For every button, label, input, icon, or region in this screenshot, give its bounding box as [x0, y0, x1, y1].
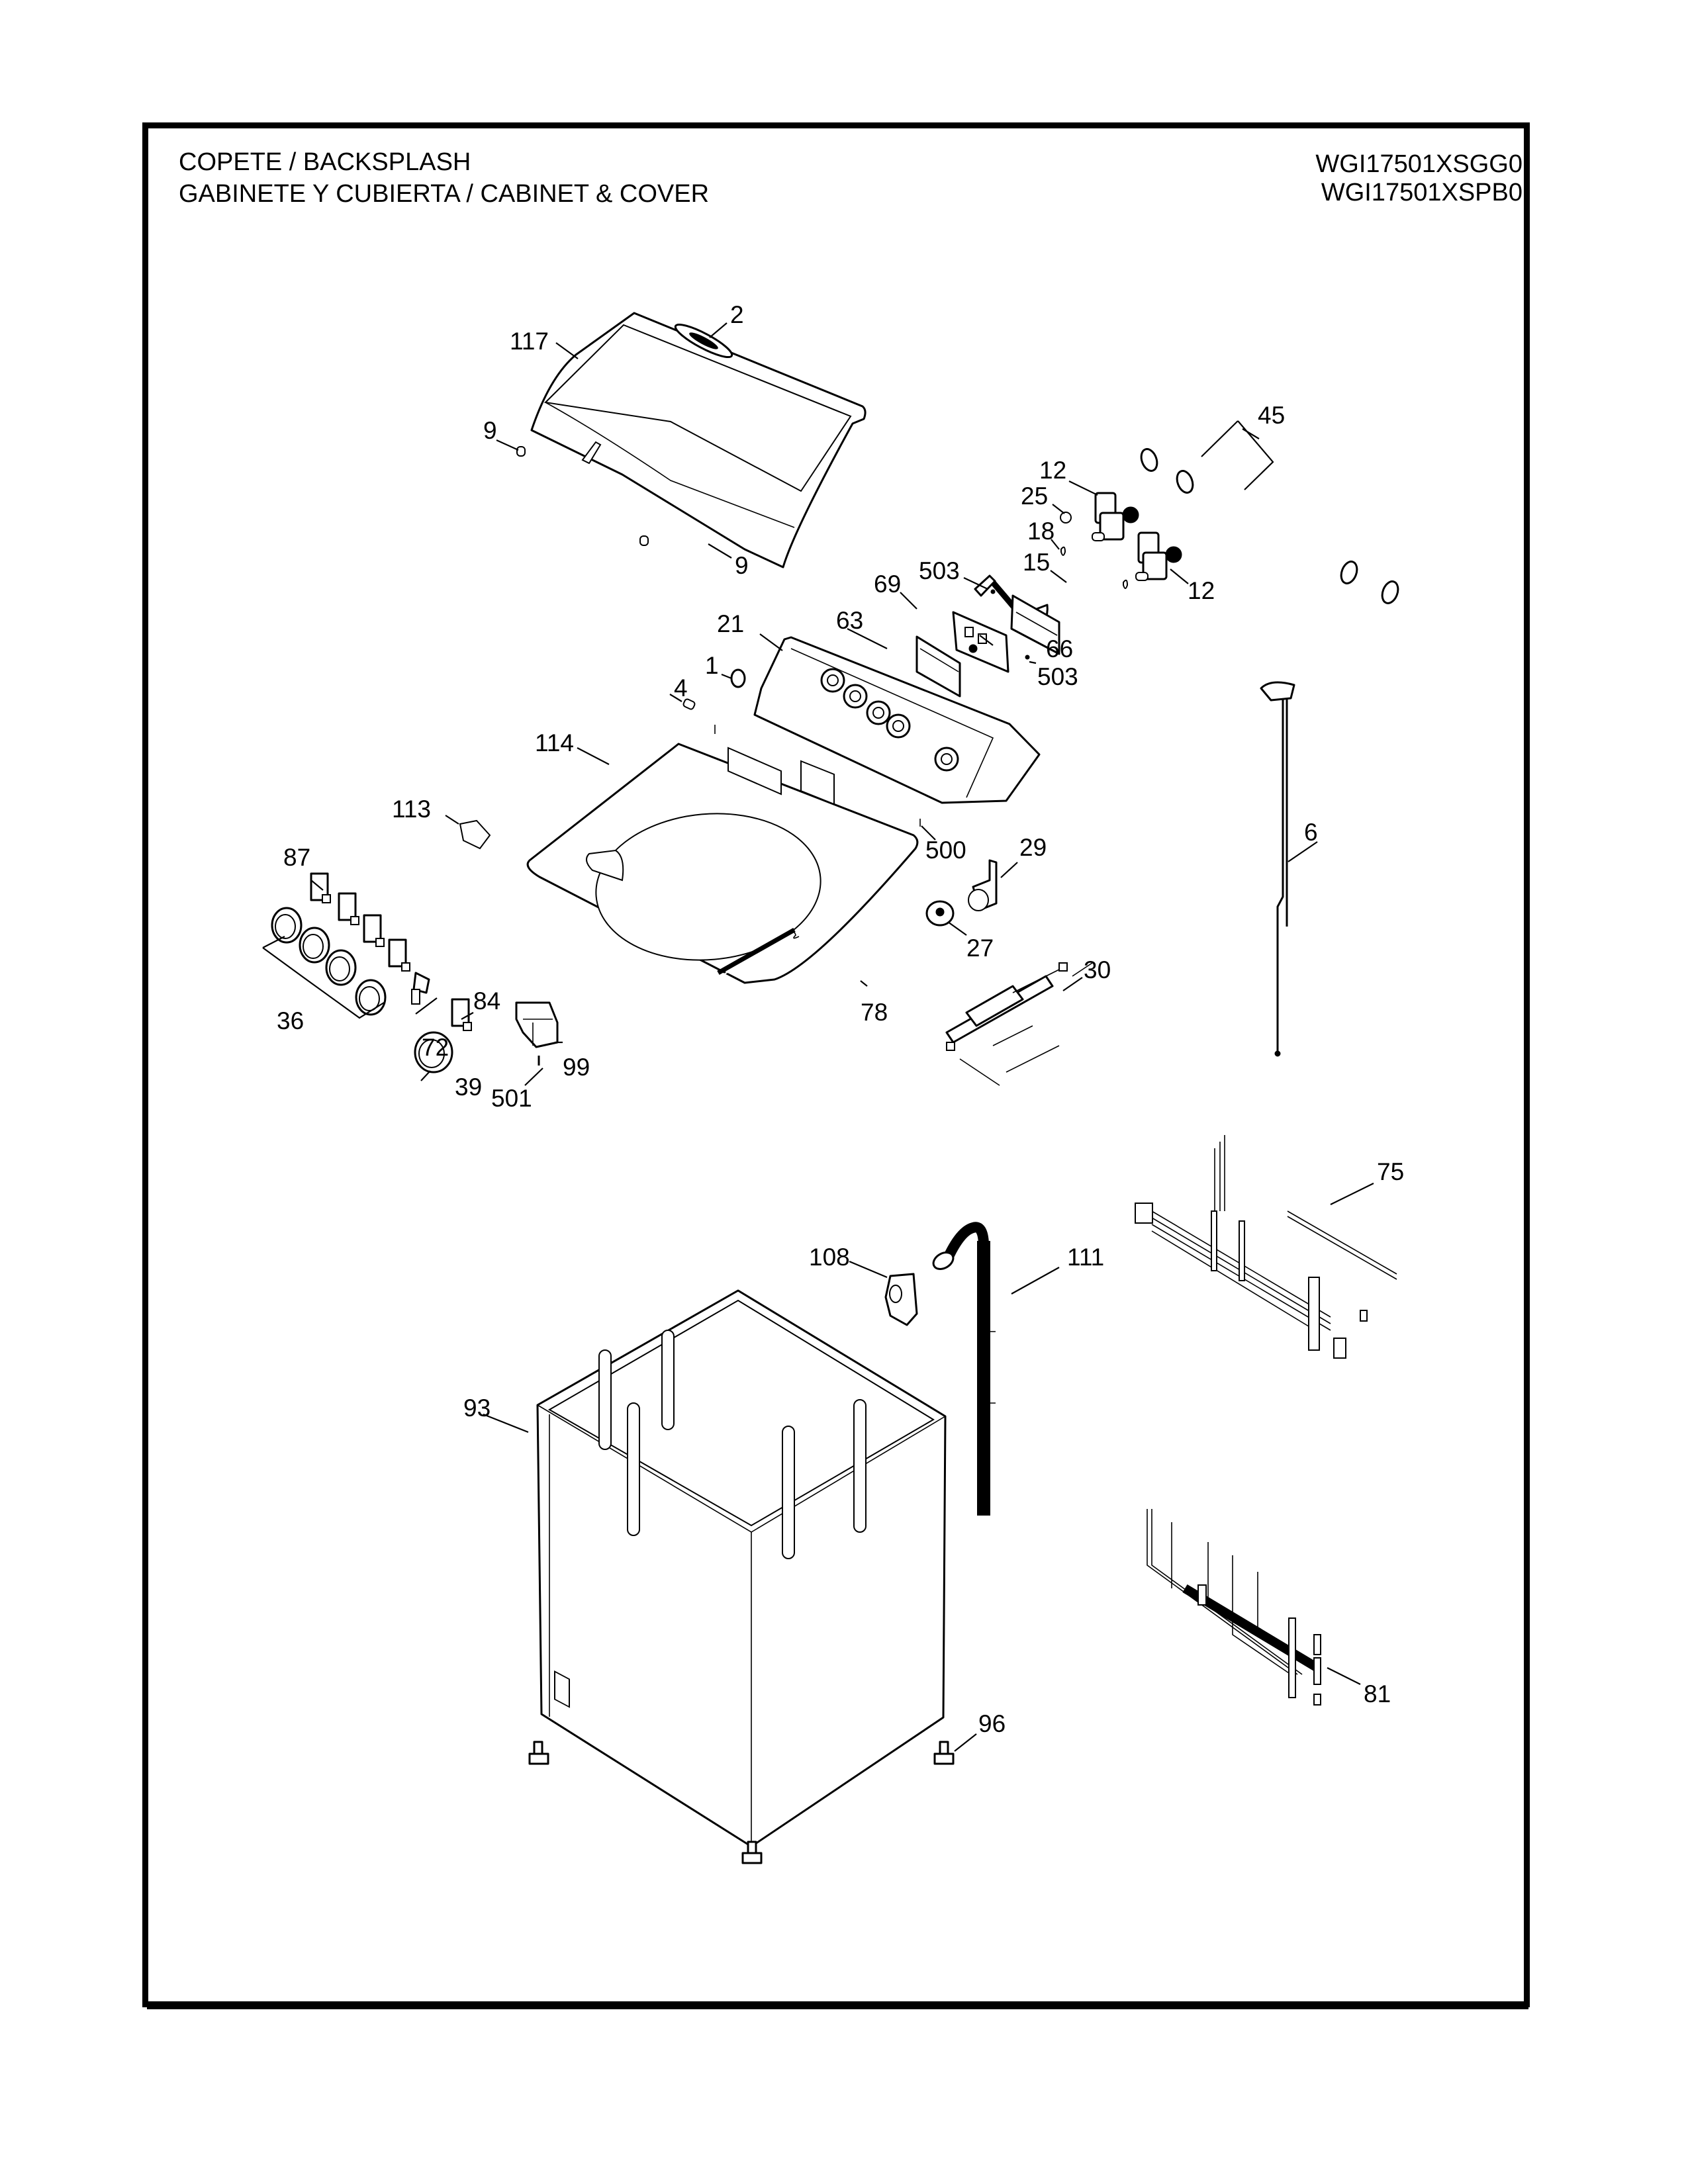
- part-pressure-tube[interactable]: [1260, 681, 1295, 1057]
- callout-4: 4: [674, 674, 688, 702]
- part-screw-503b[interactable]: [1025, 655, 1030, 660]
- leader-lines: [262, 322, 1374, 1752]
- leg-left: [528, 1741, 549, 1765]
- switch-2: [338, 892, 359, 925]
- callout-108: 108: [809, 1244, 850, 1271]
- callout-503a: 503: [919, 557, 960, 584]
- part-leveling-legs[interactable]: [528, 1741, 955, 1864]
- part-inlet-hoses[interactable]: [1139, 439, 1401, 649]
- part-clamp-18[interactable]: [1060, 546, 1066, 556]
- callout-15: 15: [1023, 549, 1050, 576]
- part-harness-30[interactable]: [945, 962, 1093, 1086]
- part-lid[interactable]: [530, 312, 867, 569]
- part-water-valve-a[interactable]: [1092, 492, 1139, 541]
- callout-36: 36: [277, 1007, 304, 1034]
- leg-right: [933, 1741, 955, 1765]
- callout-96: 96: [978, 1710, 1006, 1737]
- switch-3: [363, 914, 385, 947]
- callout-45: 45: [1258, 402, 1285, 429]
- callout-75: 75: [1377, 1158, 1404, 1185]
- callout-2: 2: [730, 301, 744, 328]
- part-clamp-extra: [1123, 579, 1129, 589]
- part-cabinet-top[interactable]: [526, 743, 919, 984]
- part-drain-hose[interactable]: [931, 1222, 996, 1516]
- diagram-title-backsplash: COPETE / BACKSPLASH: [179, 148, 471, 176]
- leg-front: [741, 1841, 763, 1864]
- callout-503b: 503: [1037, 663, 1078, 690]
- callout-113: 113: [392, 796, 431, 823]
- callout-9a: 9: [483, 417, 497, 444]
- part-lens-4[interactable]: [682, 698, 696, 710]
- callout-99: 99: [563, 1054, 590, 1081]
- part-board-cover[interactable]: [915, 635, 961, 698]
- part-switch-72[interactable]: [411, 972, 430, 1005]
- switch-1: [310, 872, 331, 903]
- part-water-valve-b[interactable]: [1135, 531, 1182, 581]
- callout-81: 81: [1364, 1680, 1391, 1707]
- knob-c: [325, 949, 357, 986]
- callout-500: 500: [925, 837, 966, 864]
- part-lid-lock[interactable]: [515, 1001, 559, 1048]
- model-number-2: WGI17501XSPB0: [1321, 179, 1523, 206]
- part-hose-bracket[interactable]: [884, 1273, 918, 1326]
- part-lid-strike[interactable]: [459, 819, 491, 850]
- callout-501: 501: [491, 1085, 532, 1112]
- part-pressure-sensor[interactable]: [925, 900, 955, 927]
- callout-30: 30: [1084, 956, 1111, 983]
- part-harness-81[interactable]: [1147, 1509, 1321, 1706]
- callout-labels: 117 2 9 9 45 12 12 25 18 15 503 503 69 6…: [277, 301, 1404, 1737]
- callout-25: 25: [1021, 482, 1048, 510]
- callout-69: 69: [874, 570, 901, 598]
- part-screw-503a[interactable]: [990, 589, 996, 594]
- part-knob-1[interactable]: [730, 668, 746, 688]
- part-knob-39[interactable]: [414, 1031, 453, 1073]
- callout-84: 84: [473, 987, 500, 1015]
- knob-d: [355, 979, 387, 1016]
- part-bumper-a[interactable]: [516, 446, 526, 457]
- callout-27: 27: [966, 934, 994, 962]
- callout-87: 87: [283, 844, 310, 871]
- callout-63: 63: [836, 607, 863, 634]
- part-control-board[interactable]: [952, 611, 1009, 673]
- callout-1: 1: [705, 652, 719, 679]
- part-cabinet[interactable]: [536, 1289, 947, 1848]
- switch-4: [388, 938, 410, 972]
- part-switch-87[interactable]: [310, 872, 410, 972]
- callout-93: 93: [463, 1394, 491, 1422]
- callout-9b: 9: [735, 552, 749, 579]
- callout-12b: 12: [1188, 577, 1215, 604]
- callout-114: 114: [535, 729, 574, 756]
- callout-6: 6: [1304, 819, 1318, 846]
- callout-72: 72: [422, 1034, 449, 1061]
- console-dials: [820, 668, 959, 772]
- part-bracket-29[interactable]: [968, 859, 998, 911]
- callout-39: 39: [455, 1073, 482, 1101]
- callout-18: 18: [1027, 518, 1055, 545]
- knob-b: [299, 927, 330, 964]
- callout-117: 117: [510, 328, 549, 355]
- part-clamp-25[interactable]: [1060, 512, 1072, 523]
- model-number-1: WGI17501XSGG0: [1315, 150, 1523, 178]
- callout-21: 21: [717, 610, 744, 637]
- part-harness-75[interactable]: [1135, 1135, 1397, 1359]
- callout-29: 29: [1019, 834, 1047, 861]
- part-backsplash-console[interactable]: [753, 636, 1041, 804]
- part-harness-78[interactable]: [717, 927, 800, 978]
- part-board-bracket[interactable]: [1010, 594, 1060, 655]
- part-bumper-b[interactable]: [639, 535, 649, 546]
- callout-111: 111: [1067, 1244, 1104, 1271]
- diagram-title-cabinet: GABINETE Y CUBIERTA / CABINET & COVER: [179, 180, 710, 208]
- knob-a: [271, 907, 303, 944]
- callout-66: 66: [1046, 635, 1073, 662]
- part-switch-84[interactable]: [451, 998, 472, 1031]
- callout-12a: 12: [1039, 457, 1066, 484]
- part-knobs-36[interactable]: [271, 907, 387, 1016]
- part-badge[interactable]: [672, 320, 735, 362]
- callout-78: 78: [861, 999, 888, 1026]
